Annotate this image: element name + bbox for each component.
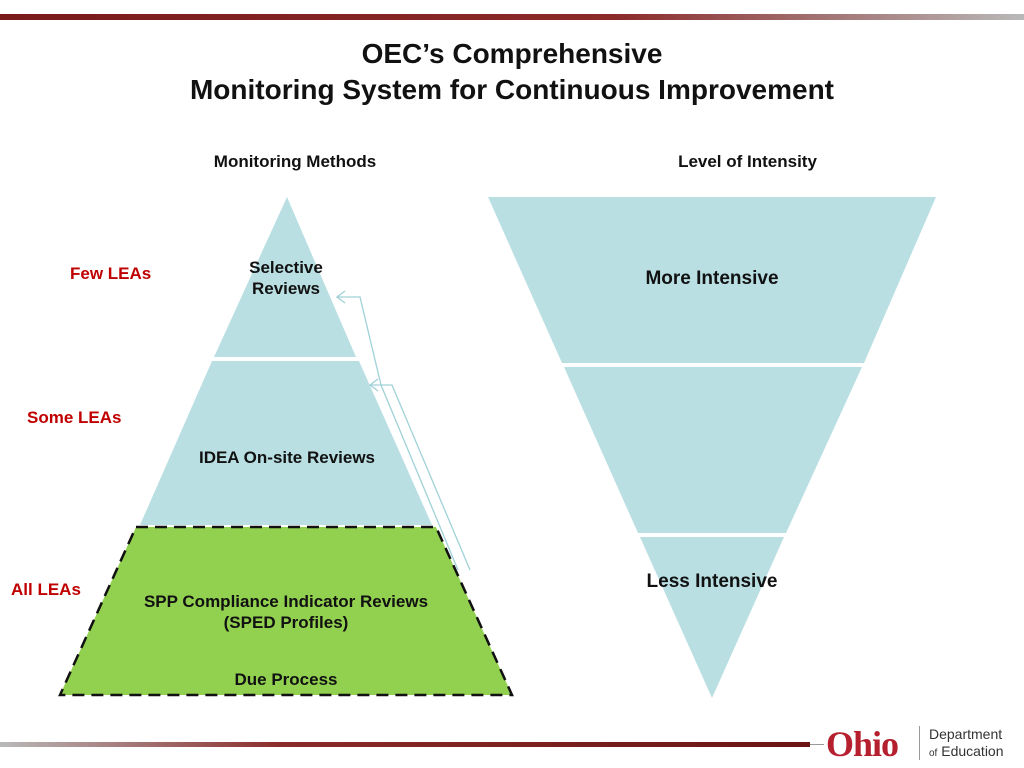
title-line-2: Monitoring System for Continuous Improve… — [189, 74, 834, 105]
pyramid-top-label: Selective Reviews — [249, 258, 323, 298]
some-leas-label: Some LEAs — [27, 408, 122, 427]
page-title: OEC’s Comprehensive Monitoring System fo… — [0, 36, 1024, 108]
ohio-department-of-education-logo: Ohio Department of Education — [826, 722, 1016, 764]
logo-of: of — [929, 748, 938, 759]
level-of-intensity-heading: Level of Intensity — [678, 152, 817, 171]
feedback-arrows — [335, 290, 471, 571]
pyramid-tier-middle — [140, 361, 432, 525]
ohio-wordmark: Ohio — [826, 724, 899, 764]
few-leas-label: Few LEAs — [70, 264, 152, 283]
intensity-band-bottom — [640, 537, 784, 698]
top-rule — [0, 14, 1024, 20]
logo-education: Education — [941, 743, 1004, 759]
logo-divider — [919, 726, 920, 760]
pyramid-middle-label: IDEA On-site Reviews — [198, 448, 376, 467]
department-of-education-text: Department of Education — [929, 726, 1004, 762]
all-leas-label: All LEAs — [11, 580, 81, 599]
more-intensive-label: More Intensive — [645, 268, 779, 289]
logo-department: Department — [929, 726, 1003, 742]
intensity-band-middle — [564, 367, 862, 533]
pyramid-tier-bottom — [58, 525, 514, 697]
monitoring-methods-heading: Monitoring Methods — [213, 152, 377, 171]
less-intensive-label: Less Intensive — [646, 571, 778, 592]
bottom-rule — [0, 742, 810, 747]
pyramid-tier-top — [214, 197, 356, 357]
intensity-band-top — [488, 197, 936, 363]
bottom-rule-tail — [810, 744, 824, 745]
pyramid-due-process-label: Due Process — [234, 670, 338, 689]
title-line-1: OEC’s Comprehensive — [361, 38, 663, 69]
pyramid-bottom-label: SPP Compliance Indicator Reviews (SPED P… — [143, 592, 429, 632]
